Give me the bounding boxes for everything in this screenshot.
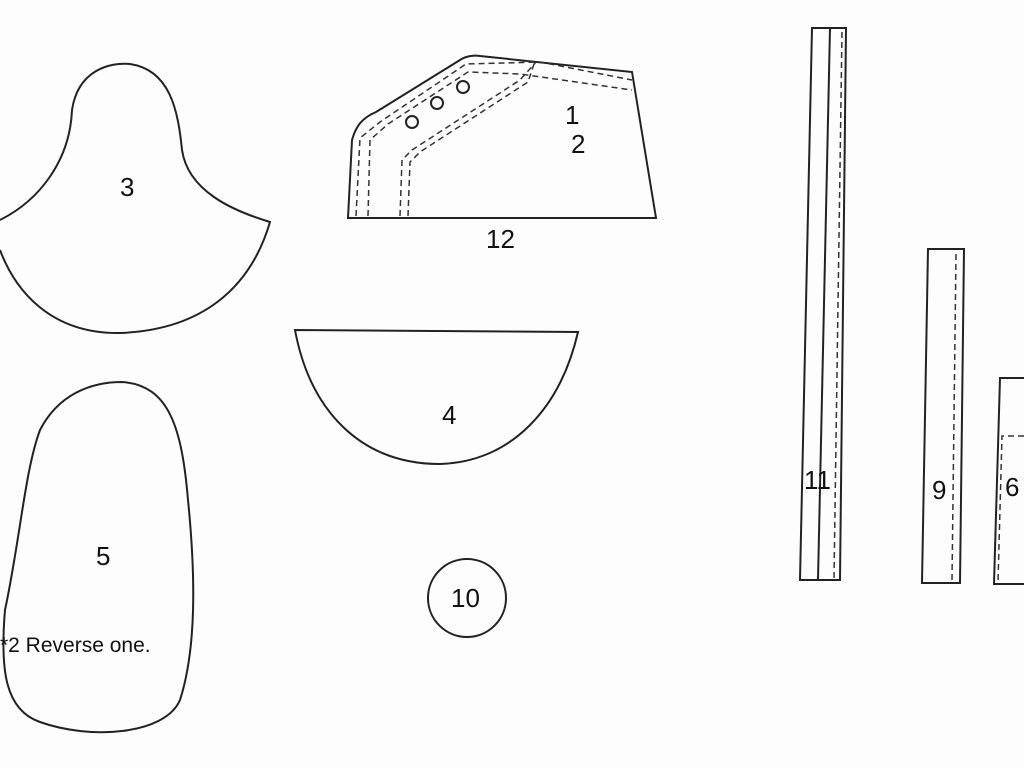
rivet-icon bbox=[430, 96, 444, 110]
piece-11-outline bbox=[798, 27, 848, 581]
piece-label: 9 bbox=[932, 475, 947, 505]
piece-5-outline bbox=[2, 380, 195, 734]
piece-label: 3 bbox=[120, 172, 135, 202]
piece-label: 12 bbox=[486, 224, 515, 254]
piece-9-stitch bbox=[951, 253, 957, 581]
piece-1-2-stitch bbox=[407, 63, 535, 217]
piece-1-2-outline bbox=[346, 54, 658, 219]
piece-label: 2 bbox=[571, 129, 586, 159]
piece-label: 10 bbox=[451, 583, 480, 613]
piece-label: 1 bbox=[565, 100, 580, 130]
piece-6-stitch bbox=[997, 435, 1024, 583]
piece-4-outline bbox=[293, 328, 580, 466]
piece-label: 4 bbox=[442, 400, 457, 430]
piece-6-outline bbox=[992, 377, 1024, 585]
piece-label: 5 bbox=[96, 541, 111, 571]
piece-11-fold-line bbox=[817, 27, 831, 581]
piece-9-outline bbox=[920, 248, 966, 584]
piece-1-2-stitch bbox=[355, 61, 633, 217]
reverse-note: *2 Reverse one. bbox=[0, 634, 151, 657]
piece-1-2-stitch bbox=[399, 61, 537, 217]
rivet-icon bbox=[456, 80, 470, 94]
piece-label: 11 bbox=[804, 465, 831, 495]
piece-3-outline bbox=[0, 62, 272, 335]
piece-1-2-stitch bbox=[367, 71, 633, 217]
piece-10-outline bbox=[427, 558, 507, 638]
piece-label: 6 bbox=[1005, 472, 1020, 502]
rivet-icon bbox=[405, 115, 419, 129]
piece-11-stitch bbox=[833, 31, 843, 579]
